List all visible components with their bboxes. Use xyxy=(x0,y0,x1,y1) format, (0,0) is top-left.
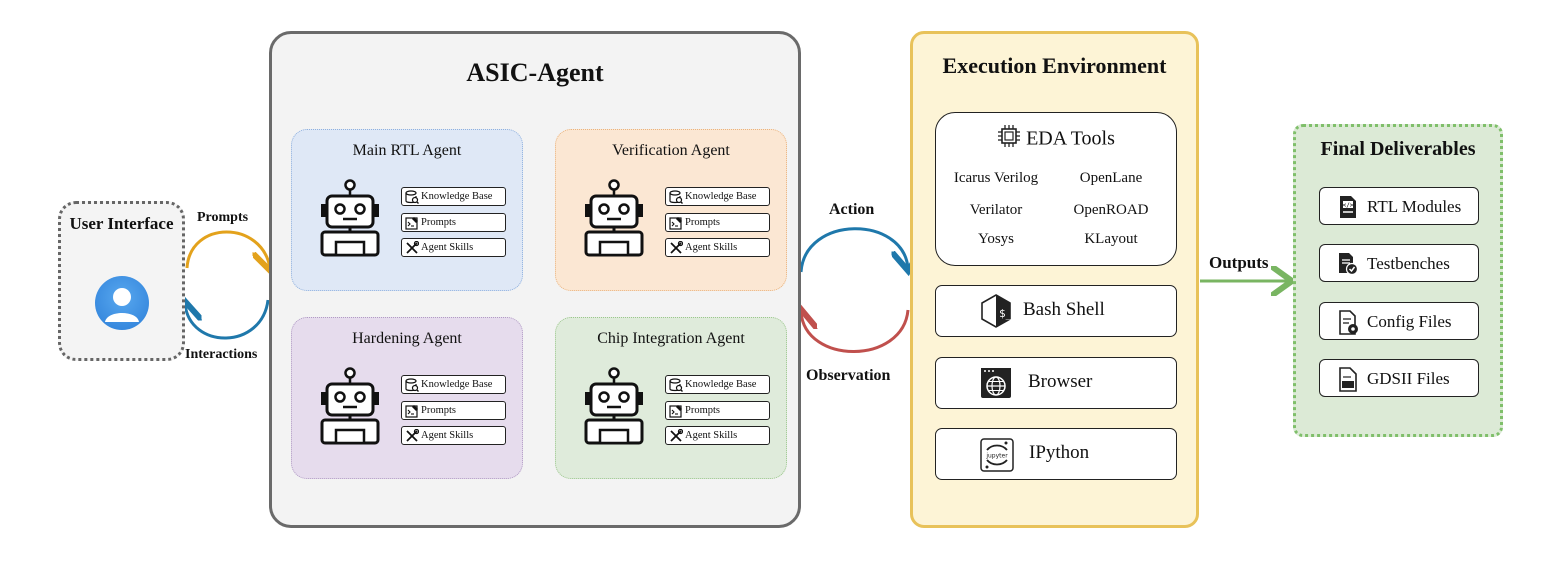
chip-label: Agent Skills xyxy=(685,242,738,253)
tools-icon xyxy=(405,428,420,449)
robot-icon xyxy=(583,179,645,262)
chip-label: Knowledge Base xyxy=(421,191,493,202)
prompt-terminal-icon xyxy=(669,404,683,424)
robot-icon xyxy=(319,367,381,450)
chip-prompts: Prompts xyxy=(401,213,506,232)
observation-label: Observation xyxy=(806,367,891,384)
tool-icarus-verilog: Icarus Verilog xyxy=(953,170,1039,186)
execution-environment-title: Execution Environment xyxy=(942,53,1167,78)
chip-prompts: Prompts xyxy=(665,401,770,420)
tool-yosys: Yosys xyxy=(977,231,1014,247)
browser-box: Browser xyxy=(935,357,1177,409)
prompt-terminal-icon xyxy=(669,216,683,236)
chip-knowledge-base: Knowledge Base xyxy=(665,375,770,394)
prompts-arrow xyxy=(185,230,270,268)
tools-icon xyxy=(405,240,420,261)
browser-globe-icon xyxy=(980,367,1012,404)
code-file-icon: </> xyxy=(1338,195,1358,224)
database-search-icon xyxy=(669,378,683,398)
observation-arrow xyxy=(801,310,910,353)
agent-title: Main RTL Agent xyxy=(352,142,462,159)
chip-label: Agent Skills xyxy=(421,242,474,253)
chip-agent-skills: Agent Skills xyxy=(665,238,770,257)
tool-verilator: Verilator xyxy=(969,202,1023,218)
chip-label: Agent Skills xyxy=(685,430,738,441)
chip-agent-skills: Agent Skills xyxy=(401,426,506,445)
config-files-label: Config Files xyxy=(1367,312,1452,331)
prompts-label: Prompts xyxy=(197,210,249,225)
agent-title: Verification Agent xyxy=(612,142,730,159)
chip-label: Agent Skills xyxy=(421,430,474,441)
tool-openlane: OpenLane xyxy=(1079,170,1143,186)
chip-knowledge-base: Knowledge Base xyxy=(401,375,506,394)
svg-text:$_: $_ xyxy=(999,307,1012,320)
testbenches-label: Testbenches xyxy=(1367,254,1450,273)
chip-knowledge-base: Knowledge Base xyxy=(401,187,506,206)
action-label: Action xyxy=(829,201,875,218)
action-arrow xyxy=(799,227,908,272)
bash-shell-icon: $_ xyxy=(980,294,1013,333)
bash-shell-box: $_ Bash Shell xyxy=(935,285,1177,337)
agent-title: Chip Integration Agent xyxy=(597,330,745,347)
robot-icon xyxy=(583,367,645,450)
user-interface-title: User Interface xyxy=(69,214,174,233)
agent-title: Hardening Agent xyxy=(352,330,462,347)
svg-text:jupyter: jupyter xyxy=(985,453,1008,460)
layout-file-icon xyxy=(1338,367,1358,398)
eda-tools-header: EDA Tools xyxy=(935,124,1177,154)
interactions-label: Interactions xyxy=(185,347,258,362)
ipython-box: jupyter IPython xyxy=(935,428,1177,480)
tools-icon xyxy=(669,240,684,261)
interactions-arrow xyxy=(185,300,270,340)
eda-tools-box xyxy=(935,112,1177,266)
chip-agent-skills: Agent Skills xyxy=(401,238,506,257)
prompt-terminal-icon xyxy=(405,216,419,236)
robot-icon xyxy=(319,179,381,262)
ipython-label: IPython xyxy=(1029,442,1090,463)
chip-knowledge-base: Knowledge Base xyxy=(665,187,770,206)
final-deliverables-title: Final Deliverables xyxy=(1320,138,1476,160)
chip-label: Prompts xyxy=(421,217,457,228)
database-search-icon xyxy=(669,190,683,210)
tools-icon xyxy=(669,428,684,449)
outputs-label: Outputs xyxy=(1209,253,1269,272)
database-search-icon xyxy=(405,190,419,210)
chip-agent-skills: Agent Skills xyxy=(665,426,770,445)
chip-prompts: Prompts xyxy=(401,401,506,420)
database-search-icon xyxy=(405,378,419,398)
chip-label: Prompts xyxy=(421,405,457,416)
chip-label: Knowledge Base xyxy=(685,379,757,390)
chip-label: Knowledge Base xyxy=(421,379,493,390)
bash-shell-label: Bash Shell xyxy=(1023,299,1105,320)
tool-klayout: KLayout xyxy=(1084,231,1138,247)
chip-label: Prompts xyxy=(685,405,721,416)
deliverable-testbenches: Testbenches xyxy=(1319,244,1479,282)
chip-label: Knowledge Base xyxy=(685,191,757,202)
chip-prompts: Prompts xyxy=(665,213,770,232)
jupyter-icon: jupyter xyxy=(980,438,1014,477)
chip-label: Prompts xyxy=(685,217,721,228)
chip-processor-icon xyxy=(997,125,1026,153)
tool-openroad: OpenROAD xyxy=(1073,202,1149,218)
config-file-icon xyxy=(1338,310,1360,341)
svg-text:</>: </> xyxy=(1343,202,1354,209)
rtl-modules-label: RTL Modules xyxy=(1367,197,1462,216)
deliverable-gdsii-files: GDSII Files xyxy=(1319,359,1479,397)
prompt-terminal-icon xyxy=(405,404,419,424)
deliverable-config-files: Config Files xyxy=(1319,302,1479,340)
browser-label: Browser xyxy=(1028,371,1093,392)
gdsii-files-label: GDSII Files xyxy=(1367,369,1450,388)
asic-agent-title: ASIC-Agent xyxy=(466,58,604,87)
user-avatar-icon xyxy=(95,276,149,330)
checked-document-icon xyxy=(1338,252,1359,281)
deliverable-rtl-modules: </> RTL Modules xyxy=(1319,187,1479,225)
eda-tools-title: EDA Tools xyxy=(1026,127,1115,150)
